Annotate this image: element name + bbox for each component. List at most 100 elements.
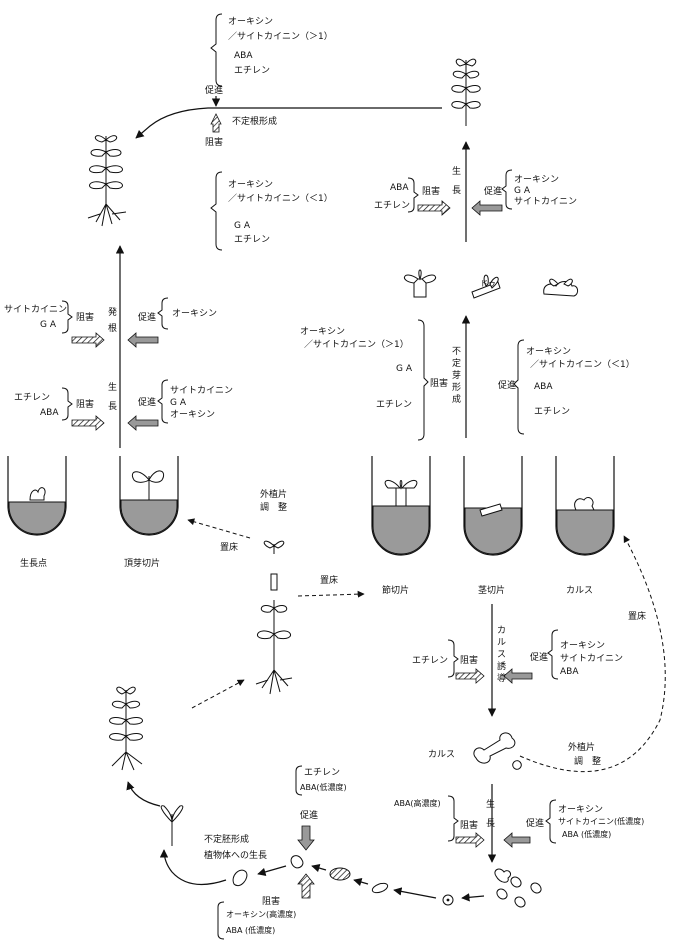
arc-embryo-to-plantlet (159, 849, 227, 886)
label-promote-callus: 促進 (530, 651, 548, 663)
label-inhibit-right: 阻害 (422, 185, 440, 197)
label-inhibit-callus: 阻害 (460, 654, 478, 666)
label-ga-growth: G A (170, 398, 187, 408)
label-auxin: オーキシン (228, 16, 273, 27)
label-growth-callus-2: 長 (486, 818, 495, 829)
svg-text:定: 定 (452, 357, 461, 369)
label-node-cutting: 節切片 (382, 584, 409, 596)
label-stem-cutting: 茎切片 (478, 584, 505, 596)
label-ratio-shoot: ／サイトカイニン（＞1） (304, 339, 409, 350)
promote-arrow-callus (503, 668, 533, 684)
arrow-cells-to-single (461, 893, 485, 902)
torpedo-embryo (232, 869, 248, 886)
inhibit-arrow-right (417, 200, 451, 216)
top-right-plant (451, 58, 481, 126)
dashed-arrow-to-node (297, 590, 365, 598)
growth-regulators-left: エチレン ABA 阻害 生 長 促進 サイトカイニン G A オーキシン (14, 379, 233, 431)
test-tube-node-cutting (371, 456, 431, 556)
inhibit-arrow-callus-growth (455, 832, 485, 848)
inhibit-arrow-embryo (297, 873, 315, 899)
test-tube-growing-point (7, 456, 67, 536)
label-growth-callus-1: 生 (486, 798, 495, 810)
label-growing-point: 生長点 (20, 557, 47, 569)
svg-text:芽: 芽 (452, 369, 461, 381)
label-embryo-1: 不定胚形成 (204, 833, 249, 845)
svg-text:カ: カ (497, 625, 506, 636)
svg-text:ル: ル (497, 638, 506, 648)
label-cytokinin-callus: サイトカイニン (560, 653, 623, 664)
label-ga-right: G A (514, 186, 531, 196)
inhibit-arrow-rooting (71, 332, 105, 348)
label-growth-right-2: 長 (452, 185, 461, 196)
rooting-regulators: サイトカイニン G A 阻害 発 根 促進 オーキシン (4, 297, 217, 348)
cell-cluster (494, 868, 542, 908)
small-shoots-row: ドゥ (404, 269, 579, 299)
shoot-inhibit-regulators: オーキシン ／サイトカイニン（＞1） G A エチレン 阻害 (300, 319, 448, 441)
label-place-on-medium-3: 置床 (628, 610, 646, 622)
label-ethylene-shoot: エチレン (376, 399, 412, 410)
label-auxin-cytokinin-ratio: ／サイトカイニン（＞1） (228, 31, 333, 42)
svg-text:誘: 誘 (497, 660, 506, 672)
label-auxin-growth: オーキシン (170, 409, 215, 420)
label-promote-embryo: 促進 (300, 809, 318, 821)
promote-arrow-rooting (127, 332, 159, 348)
dashed-arrow-to-apical (187, 518, 251, 539)
lower-left-plant (109, 686, 143, 771)
label-promote-growth: 促進 (138, 396, 156, 408)
label-promote-right: 促進 (484, 185, 502, 197)
label-apical-cutting: 頂芽切片 (124, 557, 160, 569)
label-inhibit-embryo: 阻害 (262, 895, 280, 907)
label-inhibit-growth: 阻害 (76, 398, 94, 410)
label-ga-shoot: G A (396, 364, 413, 374)
label-auxin-shoot-2: オーキシン (526, 346, 571, 357)
callus-mass (473, 732, 522, 770)
arc-plantlet-to-plant (126, 781, 161, 807)
svg-text:導: 導 (497, 672, 506, 684)
arrow-to-embryo-1 (393, 887, 437, 899)
label-ethylene-right: エチレン (374, 200, 410, 211)
label-ga: G A (234, 221, 251, 231)
label-promote-shoot: 促進 (498, 379, 516, 391)
label-growth-right-1: 生 (452, 165, 461, 177)
label-callus-small: カルス (428, 749, 455, 760)
label-place-on-medium-1: 置床 (220, 541, 238, 553)
label-aba-low-embryo: ABA(低濃度) (300, 782, 347, 792)
svg-text:形: 形 (452, 381, 461, 393)
middle-seedling-plant (255, 600, 293, 695)
label-aba: ABA (234, 51, 253, 61)
label-adventitious-root: 不定根形成 (232, 115, 277, 127)
node-cutting-segment (270, 573, 278, 591)
label-aba-low: ABA (低濃度) (562, 829, 611, 839)
top-left-regulator-group: オーキシン ／サイトカイニン（＞1） ABA エチレン (210, 13, 333, 87)
label-ga-2: G A (40, 320, 57, 330)
promote-arrow-right (471, 200, 503, 216)
label-explant-1: 外植片 (260, 488, 287, 500)
label-cytokinin-growth: サイトカイニン (170, 385, 233, 396)
arrow-to-embryo-3 (311, 864, 327, 873)
label-callus: カルス (566, 585, 593, 596)
growth-regulators-right: ABA エチレン 阻害 生 長 促進 オーキシン G A サイトカイニン (374, 165, 577, 216)
label-auxin-callus: オーキシン (560, 640, 605, 651)
label-rooting-1: 発 (108, 306, 117, 318)
label-ethylene-embryo: エチレン (304, 767, 340, 778)
label-cytokinin: サイトカイニン (4, 304, 67, 315)
label-ethylene-callus: エチレン (412, 655, 448, 666)
label-cytokinin-right: サイトカイニン (514, 196, 577, 207)
label-growth-2: 長 (108, 401, 117, 412)
svg-text:成: 成 (452, 393, 461, 405)
promote-arrow-growth (127, 415, 159, 431)
top-left-rooted-plant (87, 135, 127, 227)
adventitious-root-arc (135, 107, 442, 139)
label-promote: 促進 (205, 84, 223, 96)
test-tube-stem-cutting (463, 456, 523, 556)
label-ethylene-shoot-2: エチレン (534, 406, 570, 417)
inhibit-arrow-growth (71, 415, 105, 431)
inhibit-arrow-callus (455, 668, 485, 684)
test-tube-callus (555, 456, 615, 556)
label-shoot-mark: ドゥ (480, 279, 496, 288)
proembryo-2 (329, 867, 351, 881)
label-ethylene-2: エチレン (234, 234, 270, 245)
label-aba-shoot: ABA (534, 382, 553, 392)
label-inhibit-shoot: 阻害 (430, 377, 448, 389)
